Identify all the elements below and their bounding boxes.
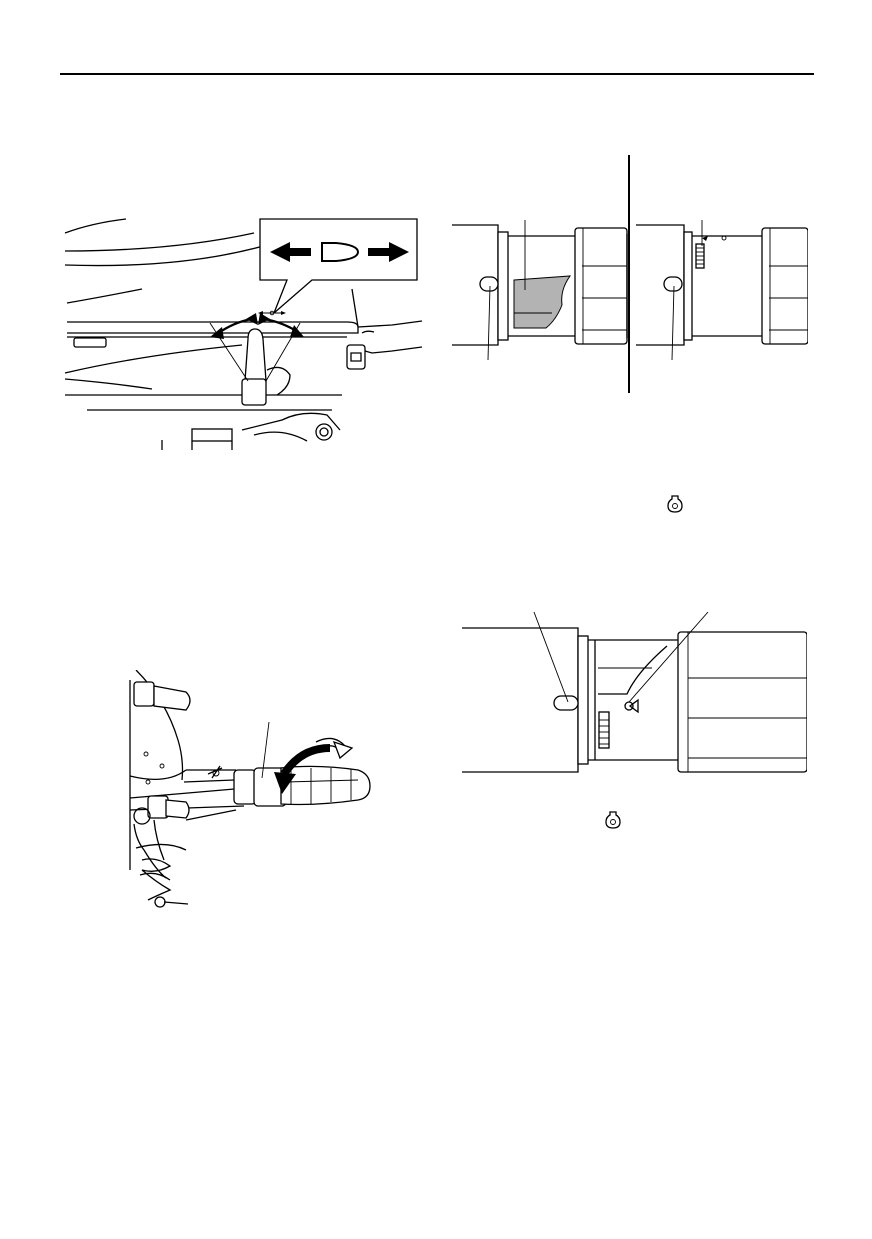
throttle-grip-indicator-figure: [452, 220, 808, 361]
start-position-mark-icon: [667, 495, 683, 513]
start-position-mark-icon-small: [605, 811, 621, 829]
throttle-grip-start-position-figure: [462, 611, 807, 773]
steering-friction-adjuster-figure: [64, 218, 423, 450]
figure-divider: [628, 155, 630, 393]
throttle-grip-rotation-figure: [129, 670, 371, 908]
header-rule: [60, 73, 814, 75]
